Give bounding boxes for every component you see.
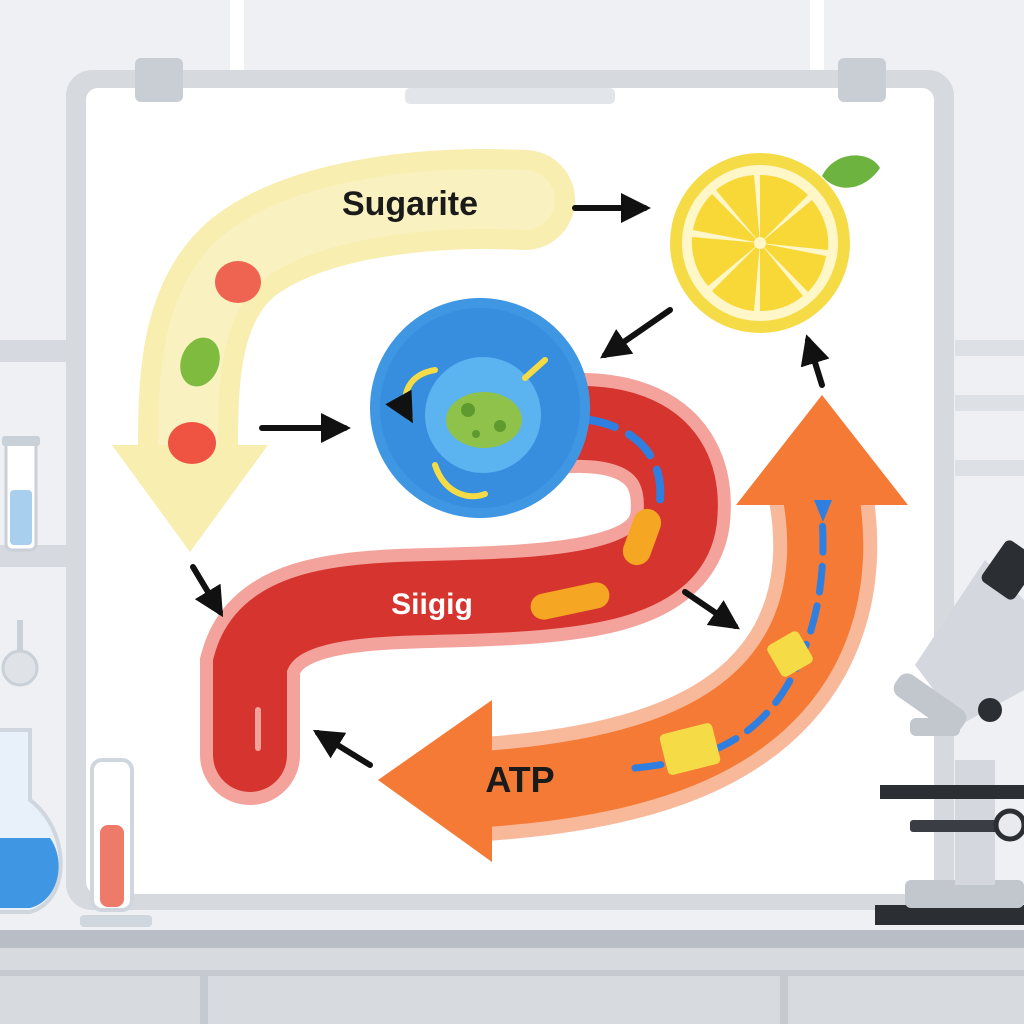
lemon-slice-icon: [670, 153, 880, 333]
yellow-atp-packet: [767, 631, 813, 677]
lab-bench: [0, 930, 1024, 1024]
arrow-signal-to-atp: [682, 589, 740, 630]
arrow-atp-to-lemon: [800, 334, 830, 388]
test-tube-icon: [2, 436, 40, 552]
sugar-pathway-arrow: [112, 149, 575, 552]
yellow-atp-packet: [659, 723, 721, 775]
green-particle: [180, 337, 220, 387]
label-sugar: Sugarite: [342, 185, 478, 223]
red-particle: [168, 422, 216, 464]
atp-pathway-arrow: [378, 395, 908, 862]
arrow-atp-to-signal: [312, 729, 373, 768]
cell-nucleus-icon: [370, 298, 590, 518]
microscope-icon: [875, 540, 1024, 925]
test-tube-icon: [80, 758, 152, 927]
flask-icon: [0, 728, 63, 914]
arrow-lemon-to-cell: [600, 307, 673, 359]
connector-arrows: [190, 193, 830, 768]
orange-vesicle: [530, 582, 610, 620]
red-particle: [215, 261, 261, 303]
label-atp: ATP: [485, 759, 554, 800]
label-signal: Siigig: [391, 588, 473, 621]
hanging-flask-icon: [1, 620, 39, 687]
arrow-sugar-to-signal: [190, 564, 224, 618]
orange-vesicle: [622, 508, 662, 566]
